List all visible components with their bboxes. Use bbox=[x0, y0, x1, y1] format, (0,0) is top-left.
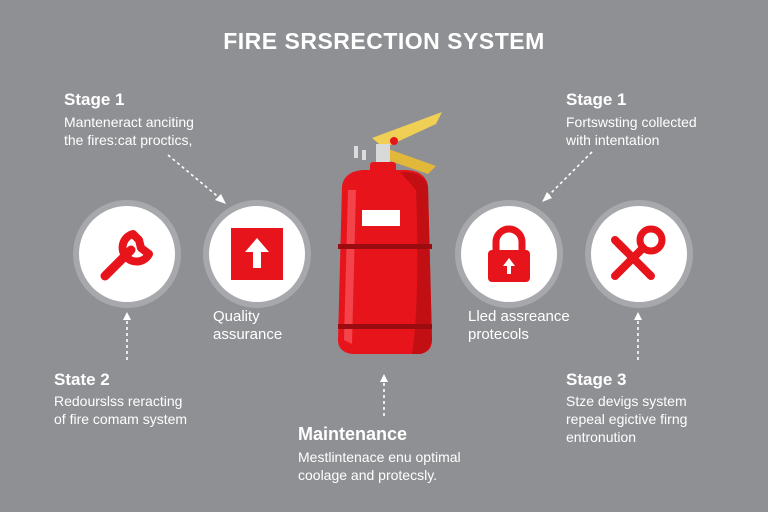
wrench-icon bbox=[100, 230, 153, 281]
bottom-right-line-1: Stze devigs system bbox=[566, 393, 687, 409]
quality-label-line-1: Quality bbox=[213, 308, 260, 325]
top-right-heading: Stage 1 bbox=[566, 90, 627, 109]
protocols-label-line-2: protecols bbox=[468, 326, 529, 343]
bottom-center-description: Mestlintenace enu optimal coolage and pr… bbox=[298, 448, 461, 484]
assurance-protocols-label: Lled assreance protecols bbox=[468, 308, 570, 344]
top-left-line-2: the fires:cat proctics, bbox=[64, 132, 193, 148]
protocols-label-line-1: Lled assreance bbox=[468, 308, 570, 325]
arrowhead-top-right bbox=[542, 192, 552, 202]
top-left-heading: Stage 1 bbox=[64, 90, 125, 109]
quality-circle bbox=[209, 206, 305, 302]
top-left-description: Manteneract anciting the fires:cat proct… bbox=[64, 113, 194, 149]
bottom-left-description: Redourslss reracting of fire comam syste… bbox=[54, 392, 187, 428]
diagram-title: FIRE SRSRECTION SYSTEM bbox=[223, 28, 545, 54]
arrowhead-left-up bbox=[123, 312, 131, 320]
wrench-circle bbox=[79, 206, 175, 302]
top-right-line-2: with intentation bbox=[566, 132, 660, 148]
bottom-left-heading: State 2 bbox=[54, 370, 110, 389]
tools-circle bbox=[591, 206, 687, 302]
bottom-right-line-3: entronution bbox=[566, 429, 637, 445]
upload-arrow-icon bbox=[231, 228, 283, 280]
top-right-line-1: Fortswsting collected bbox=[566, 114, 697, 130]
arrowhead-top-left bbox=[215, 194, 226, 204]
padlock-icon bbox=[488, 225, 530, 282]
bottom-right-description: Stze devigs system repeal egictive firng… bbox=[566, 392, 687, 446]
bottom-right-line-2: repeal egictive firng bbox=[566, 411, 688, 427]
bottom-left-line-1: Redourslss reracting bbox=[54, 393, 183, 409]
top-left-line-1: Manteneract anciting bbox=[64, 114, 194, 130]
arrowhead-right-up bbox=[634, 312, 642, 320]
bottom-center-line-1: Mestlintenace enu optimal bbox=[298, 449, 461, 465]
top-right-description: Fortswsting collected with intentation bbox=[566, 113, 697, 149]
bottom-left-line-2: of fire comam system bbox=[54, 411, 188, 427]
arrowhead-center-up bbox=[380, 374, 388, 382]
bottom-center-line-2: coolage and protecsly. bbox=[298, 467, 438, 483]
quality-label-line-2: assurance bbox=[213, 326, 283, 343]
bottom-right-heading: Stage 3 bbox=[566, 370, 627, 389]
padlock-circle bbox=[461, 206, 557, 302]
quality-assurance-label: Quality assurance bbox=[213, 308, 282, 344]
tools-cross-icon bbox=[611, 225, 666, 280]
arrow-top-right bbox=[545, 151, 593, 199]
bottom-center-heading: Maintenance bbox=[298, 424, 408, 444]
